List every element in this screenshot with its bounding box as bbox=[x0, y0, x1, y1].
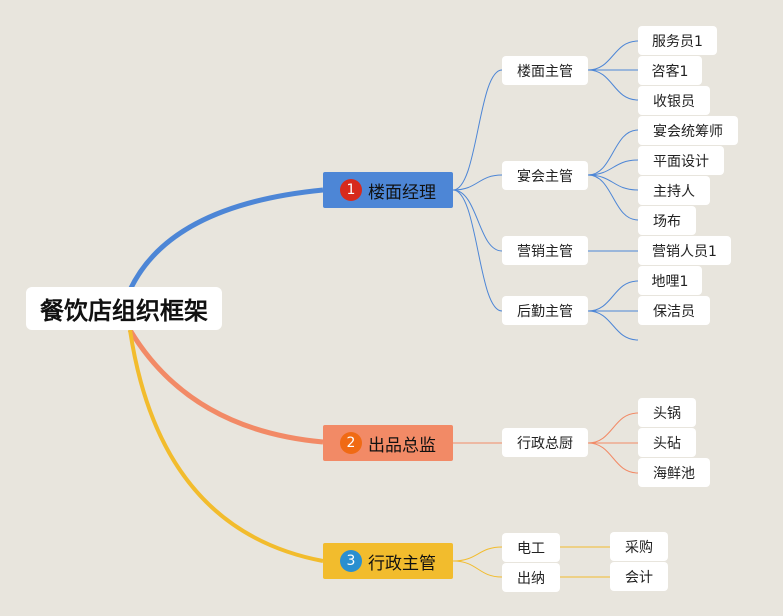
root-node[interactable]: 餐饮店组织框架 bbox=[26, 287, 222, 330]
leaf-node[interactable]: 平面设计 bbox=[638, 146, 724, 175]
number-badge-2: 2 bbox=[340, 432, 362, 454]
branch-line-2 bbox=[127, 328, 324, 445]
leaf-node[interactable]: 海鲜池 bbox=[638, 458, 710, 487]
leaf-node[interactable]: 服务员1 bbox=[638, 26, 717, 55]
leaf-node[interactable]: 场布 bbox=[638, 206, 696, 235]
sub-node[interactable]: 出纳 bbox=[502, 563, 560, 592]
number-badge-1: 1 bbox=[340, 179, 362, 201]
sub-node[interactable]: 营销主管 bbox=[502, 236, 588, 265]
sub-node[interactable]: 行政总厨 bbox=[502, 428, 588, 457]
leaf-node[interactable]: 地哩1 bbox=[638, 266, 702, 295]
number-badge-3: 3 bbox=[340, 550, 362, 572]
main-node-production-director[interactable]: 2 出品总监 bbox=[323, 425, 453, 461]
sub-node[interactable]: 后勤主管 bbox=[502, 296, 588, 325]
main-node-label: 出品总监 bbox=[368, 435, 436, 456]
branch-line-3 bbox=[128, 329, 324, 563]
sub-node[interactable]: 宴会主管 bbox=[502, 161, 588, 190]
main-node-admin-supervisor[interactable]: 3 行政主管 bbox=[323, 543, 453, 579]
main-node-label: 楼面经理 bbox=[368, 182, 436, 203]
leaf-node[interactable]: 头锅 bbox=[638, 398, 696, 427]
leaf-node[interactable]: 会计 bbox=[610, 562, 668, 591]
leaf-node[interactable]: 宴会统筹师 bbox=[638, 116, 738, 145]
branch-line-1 bbox=[127, 187, 324, 292]
leaf-node[interactable]: 头砧 bbox=[638, 428, 696, 457]
leaf-node[interactable]: 主持人 bbox=[638, 176, 710, 205]
leaf-node[interactable]: 采购 bbox=[610, 532, 668, 561]
main-node-floor-manager[interactable]: 1 楼面经理 bbox=[323, 172, 453, 208]
leaf-node[interactable]: 保洁员 bbox=[638, 296, 710, 325]
main-node-label: 行政主管 bbox=[368, 553, 436, 574]
leaf-node[interactable]: 收银员 bbox=[638, 86, 710, 115]
sub-node[interactable]: 楼面主管 bbox=[502, 56, 588, 85]
leaf-node[interactable]: 营销人员1 bbox=[638, 236, 731, 265]
root-title: 餐饮店组织框架 bbox=[40, 297, 208, 325]
leaf-node[interactable]: 咨客1 bbox=[638, 56, 702, 85]
sub-node[interactable]: 电工 bbox=[502, 533, 560, 562]
